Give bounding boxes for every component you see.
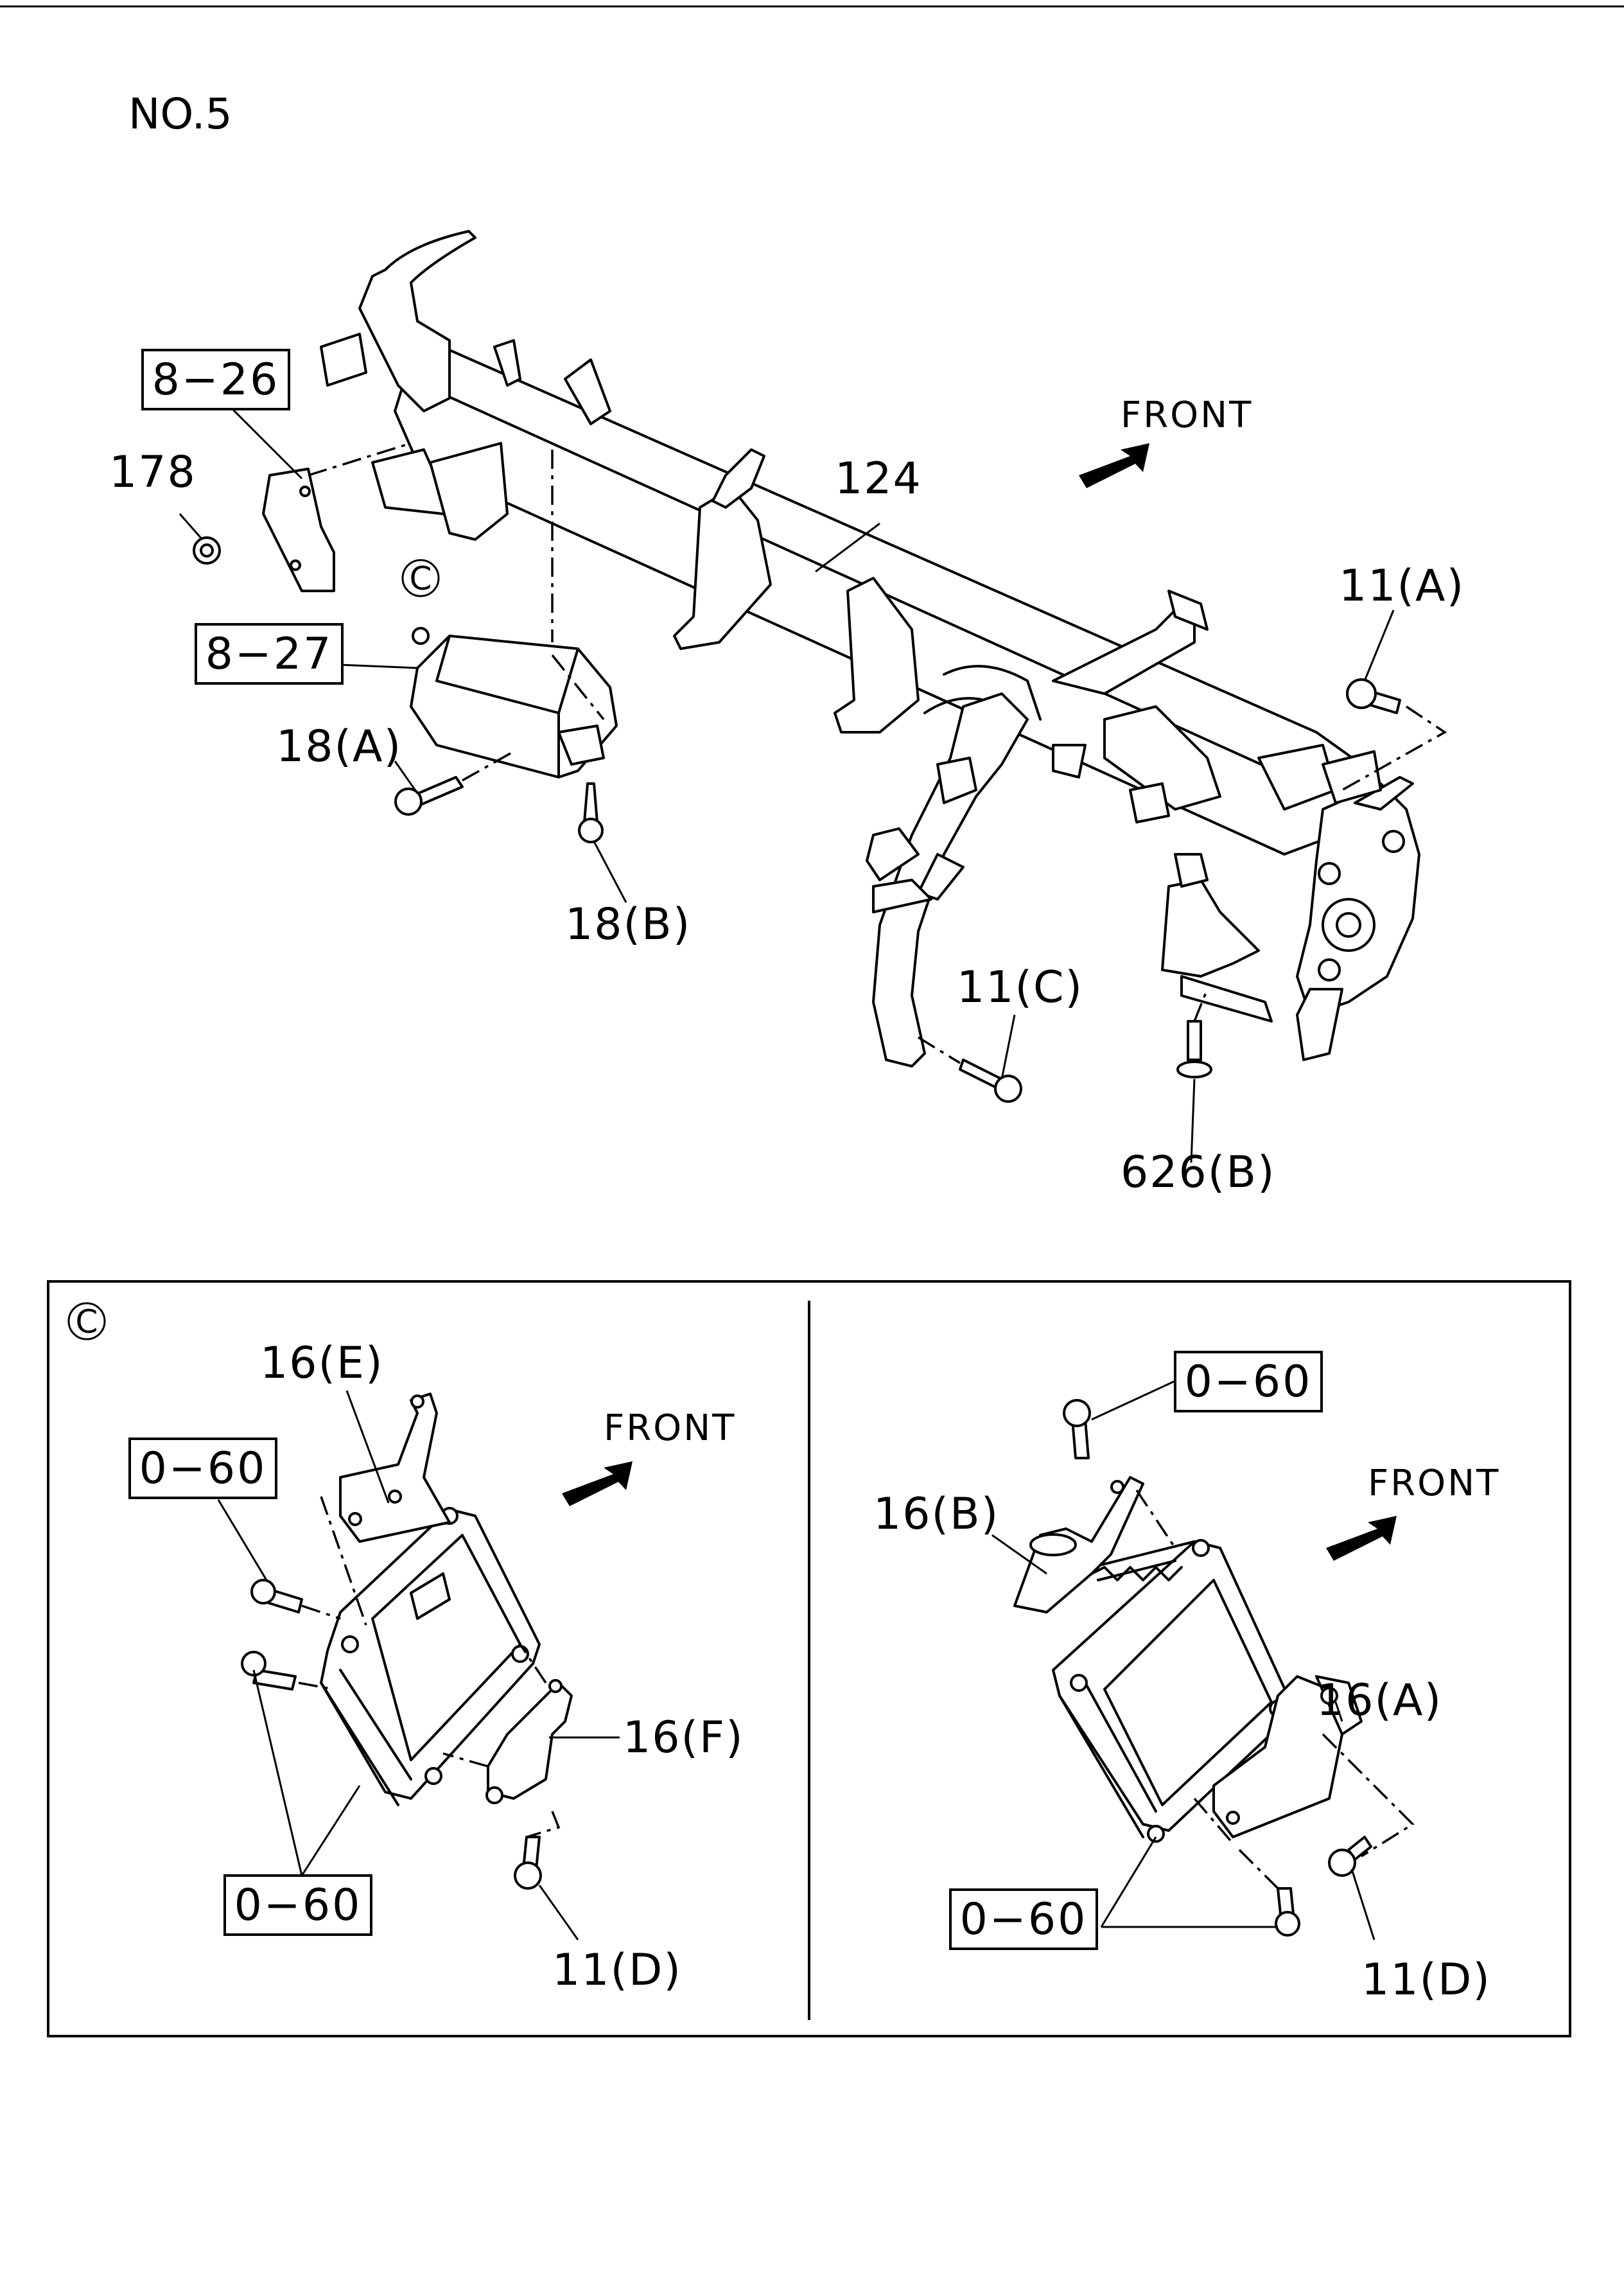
right-detail-module: [1052, 1539, 1292, 1843]
support-leg: [872, 692, 1029, 1068]
front-indicator-right: FRONT: [1326, 1463, 1500, 1561]
label-11a: 11(A): [1339, 561, 1465, 611]
svg-text:C: C: [76, 1303, 98, 1341]
ref-box-8-27: 8−27: [195, 623, 344, 685]
svg-text:C: C: [410, 560, 432, 597]
svg-text:FRONT: FRONT: [1121, 394, 1253, 436]
label-11d-right: 11(D): [1361, 1955, 1491, 2005]
label-16b: 16(B): [873, 1489, 999, 1540]
front-indicator-left: FRONT: [562, 1407, 736, 1506]
svg-text:FRONT: FRONT: [604, 1407, 736, 1449]
detail-frame: [47, 1280, 1571, 2037]
svg-text:FRONT: FRONT: [1368, 1463, 1500, 1504]
nut-178: [193, 536, 221, 565]
bolt-11d-left: [514, 1811, 561, 1890]
bracket-16e: [320, 1393, 451, 1626]
label-124: 124: [835, 453, 922, 504]
label-16e: 16(E): [260, 1338, 384, 1389]
label-11c: 11(C): [957, 962, 1083, 1013]
callout-c-detail: C: [67, 1302, 106, 1341]
ref-box-0-60-left-bottom: 0−60: [223, 1874, 372, 1936]
ref-box-0-60-right-bottom: 0−60: [949, 1888, 1098, 1950]
ref-box-8-26: 8−26: [141, 349, 290, 410]
bracket-16a: [1193, 1675, 1415, 1858]
leader-lines-main: [179, 407, 1395, 1163]
label-16a: 16(A): [1316, 1675, 1442, 1726]
svg-text:8−27: 8−27: [205, 629, 333, 680]
leader-lines-right: [991, 1380, 1375, 1940]
left-end-bracket: [358, 230, 476, 412]
bolt-11d-right: [1328, 1836, 1372, 1877]
center-bracket-left: [673, 487, 772, 650]
label-16f: 16(F): [623, 1712, 744, 1763]
ref-box-0-60-left-top: 0−60: [128, 1437, 277, 1499]
bracket-16b: [1013, 1476, 1176, 1613]
front-indicator-main: FRONT: [1079, 394, 1253, 488]
bolt-11a: [1341, 678, 1447, 791]
front-arrow-icon: [1326, 1516, 1397, 1561]
screw-18b: [578, 782, 604, 843]
lower-right-bracket: [1161, 879, 1260, 978]
clip-626b: [1176, 989, 1212, 1078]
leader-lines-left: [217, 1390, 620, 1940]
bracket-16f: [442, 1644, 573, 1804]
page-title: NO.5: [128, 89, 232, 139]
callout-c-main: C: [401, 559, 440, 597]
bolt-0-60-left-upper: [250, 1579, 341, 1620]
front-arrow-icon: [1079, 443, 1149, 488]
module-8-27: [410, 450, 618, 778]
bolt-18a: [394, 750, 514, 816]
svg-text:0−60: 0−60: [1185, 1357, 1313, 1407]
svg-text:0−60: 0−60: [234, 1880, 362, 1931]
label-11d-left: 11(D): [552, 1945, 682, 1996]
svg-text:0−60: 0−60: [960, 1894, 1088, 1945]
front-arrow-icon: [562, 1461, 633, 1506]
bolt-11c: [918, 1036, 1022, 1103]
cross-car-beam-assembly: [320, 230, 1420, 1068]
svg-text:8−26: 8−26: [152, 355, 280, 405]
ref-box-0-60-right-top: 0−60: [1174, 1351, 1323, 1412]
bracket-8-26: [262, 442, 412, 592]
label-626b: 626(B): [1121, 1147, 1276, 1198]
label-18b: 18(B): [565, 899, 691, 950]
label-18a: 18(A): [276, 721, 402, 772]
left-detail-module: [320, 1507, 541, 1806]
bolt-0-60-right-top: [1063, 1399, 1091, 1459]
svg-text:0−60: 0−60: [139, 1443, 267, 1494]
label-178: 178: [109, 447, 196, 498]
bolt-0-60-left-lower: [241, 1651, 335, 1691]
center-bracket-right: [834, 577, 920, 734]
bolt-0-60-right-bottom: [1238, 1849, 1300, 1937]
